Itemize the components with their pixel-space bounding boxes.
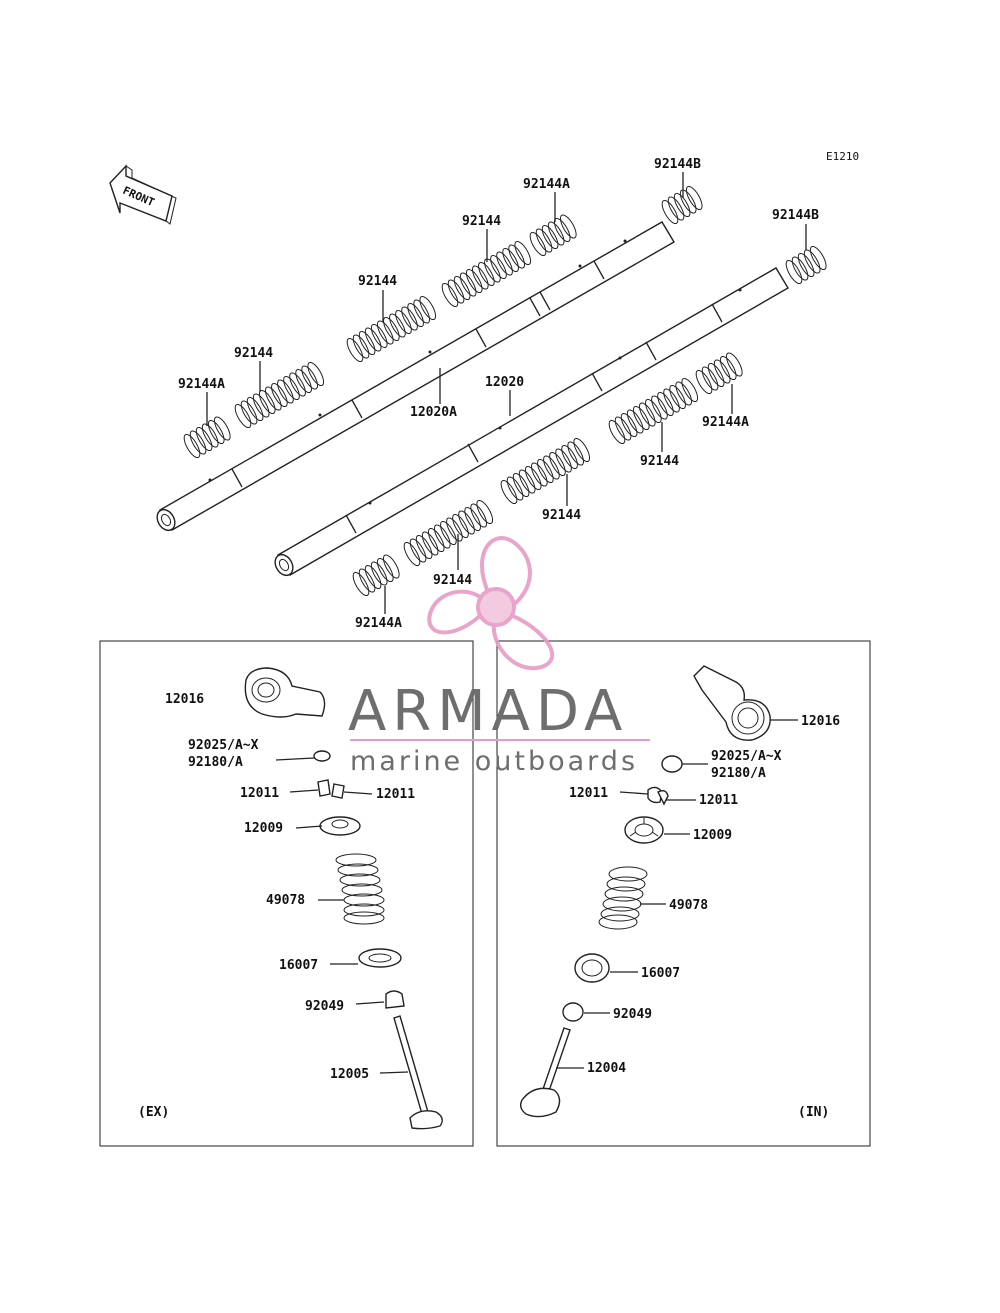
in-label-spring: 49078 (669, 898, 708, 913)
ex-label-cotter-r: 12011 (376, 787, 415, 802)
leader-lines-upper (206, 172, 807, 614)
in-cotters (647, 786, 669, 806)
ex-label-cotter-l: 12011 (240, 786, 279, 801)
label-92144A-left: 92144A (178, 377, 225, 392)
label-92144A-right: 92144A (702, 415, 749, 430)
in-leader-lines (556, 719, 798, 1069)
ex-cotters (317, 779, 345, 799)
label-92144-f: 92144 (433, 573, 472, 588)
ex-label-rocker: 12016 (165, 692, 204, 707)
ex-label-seat: 16007 (279, 958, 318, 973)
in-valve-spring (598, 866, 648, 930)
label-92144-a: 92144 (462, 214, 501, 229)
in-valve (519, 1027, 571, 1118)
label-12020: 12020 (485, 375, 524, 390)
label-92144-d: 92144 (640, 454, 679, 469)
in-label-retainer: 12009 (693, 828, 732, 843)
ex-leader-lines (275, 757, 409, 1074)
label-92144A-bottom: 92144A (355, 616, 402, 631)
ex-valve (393, 1015, 443, 1130)
ex-label-seal: 92049 (305, 999, 344, 1014)
label-92144-c: 92144 (234, 346, 273, 361)
spring-92144A-top (526, 212, 580, 259)
in-label-rocker: 12016 (801, 714, 840, 729)
rocker-shaft-12020A (156, 221, 675, 532)
in-label-cotter-r: 12011 (699, 793, 738, 808)
brand-name: ARMADA (348, 679, 628, 744)
spring-92144-lower-1 (605, 375, 702, 447)
ex-label-spring: 49078 (266, 893, 305, 908)
ex-label-adjuster-2: 92180/A (188, 755, 243, 770)
label-92144-b: 92144 (358, 274, 397, 289)
in-spring-seat (574, 953, 610, 983)
in-label-cotter-l: 12011 (569, 786, 608, 801)
ex-adjuster (313, 750, 331, 762)
spring-92144-upper-3 (231, 359, 328, 431)
in-rocker-arm (693, 665, 771, 741)
in-label-valve: 12004 (587, 1061, 626, 1076)
spring-92144-upper-2 (343, 293, 440, 365)
ex-caption: (EX) (138, 1105, 169, 1120)
ex-spring-seat (358, 948, 402, 968)
in-label-seal: 92049 (613, 1007, 652, 1022)
in-label-adjuster-1: 92025/A~X (711, 749, 782, 764)
ex-valve-seal (385, 990, 405, 1009)
spring-92144A-right (692, 350, 746, 397)
in-label-adjuster-2: 92180/A (711, 766, 766, 781)
in-label-seat: 16007 (641, 966, 680, 981)
ex-panel-frame (99, 640, 474, 1147)
ex-valve-spring (335, 853, 385, 925)
in-panel-frame (496, 640, 871, 1147)
spring-92144B-top (658, 183, 706, 227)
armada-propeller-logo-icon (427, 536, 554, 670)
spring-92144A-bottom (349, 552, 403, 599)
figure-code: E1210 (826, 150, 859, 163)
in-adjuster (661, 755, 683, 773)
rocker-shaft-12020 (274, 267, 789, 577)
in-valve-seal (562, 1002, 584, 1022)
label-92144B-top: 92144B (654, 157, 701, 172)
in-retainer (624, 816, 664, 844)
ex-label-retainer: 12009 (244, 821, 283, 836)
ex-rocker-arm (244, 667, 326, 718)
front-arrow-icon: FRONT (109, 164, 177, 225)
label-12020A: 12020A (410, 405, 457, 420)
ex-label-valve: 12005 (330, 1067, 369, 1082)
label-92144B-right: 92144B (772, 208, 819, 223)
label-92144-e: 92144 (542, 508, 581, 523)
ex-label-adjuster-1: 92025/A~X (188, 738, 259, 753)
in-caption: (IN) (798, 1105, 829, 1120)
label-92144A-top: 92144A (523, 177, 570, 192)
ex-retainer (319, 816, 361, 836)
brand-tagline: marine outboards (350, 746, 638, 777)
spring-92144B-right (782, 243, 830, 287)
